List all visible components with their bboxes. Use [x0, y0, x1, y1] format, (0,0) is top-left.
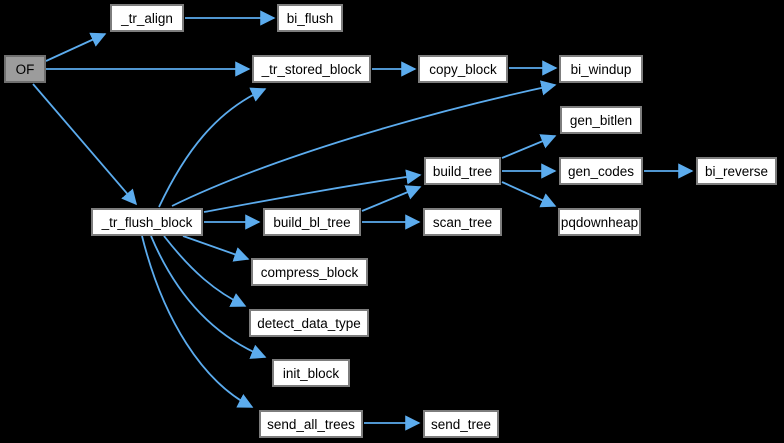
node-tr-align[interactable]: _tr_align	[110, 4, 184, 32]
node-tr-flush-block[interactable]: _tr_flush_block	[91, 208, 203, 236]
edge-_tr_flush_block-to-build_tree	[203, 169, 422, 213]
node-build-tree[interactable]: build_tree	[424, 157, 501, 185]
node-gen-codes[interactable]: gen_codes	[559, 157, 643, 185]
node-send-all-trees[interactable]: send_all_trees	[259, 410, 363, 438]
node-detect-data-type[interactable]: detect_data_type	[249, 309, 369, 337]
edge-_tr_flush_block-to-send_all_trees	[141, 235, 254, 408]
node-scan-tree[interactable]: scan_tree	[423, 208, 502, 236]
node-build-bl-tree[interactable]: build_bl_tree	[263, 208, 361, 236]
node-bi-windup[interactable]: bi_windup	[559, 55, 643, 83]
node-tr-stored-block[interactable]: _tr_stored_block	[252, 55, 371, 83]
node-send-tree[interactable]: send_tree	[423, 410, 499, 438]
edge-OF-to-_tr_flush_block	[32, 83, 137, 206]
node-bi-reverse[interactable]: bi_reverse	[696, 157, 777, 185]
node-bi-flush[interactable]: bi_flush	[277, 4, 343, 32]
edge-_tr_flush_block-to-_tr_stored_block	[158, 87, 267, 208]
edge-OF-to-_tr_align	[45, 32, 107, 62]
edge-_tr_flush_block-to-init_block	[150, 235, 267, 359]
node-init-block[interactable]: init_block	[272, 359, 350, 387]
edge-_tr_flush_block-to-detect_data_type	[163, 235, 247, 307]
node-gen-bitlen[interactable]: gen_bitlen	[560, 106, 642, 134]
node-pqdownheap[interactable]: pqdownheap	[558, 208, 641, 236]
edge-build_bl_tree-to-build_tree	[361, 185, 422, 212]
edge-build_tree-to-gen_bitlen	[501, 134, 557, 159]
edge-build_tree-to-pqdownheap	[501, 181, 557, 208]
node-OF[interactable]: OF	[4, 55, 46, 83]
node-compress-block[interactable]: compress_block	[251, 258, 368, 286]
edge-_tr_flush_block-to-bi_windup	[171, 80, 557, 207]
edge-_tr_flush_block-to-compress_block	[182, 235, 250, 262]
node-copy-block[interactable]: copy_block	[418, 55, 508, 83]
